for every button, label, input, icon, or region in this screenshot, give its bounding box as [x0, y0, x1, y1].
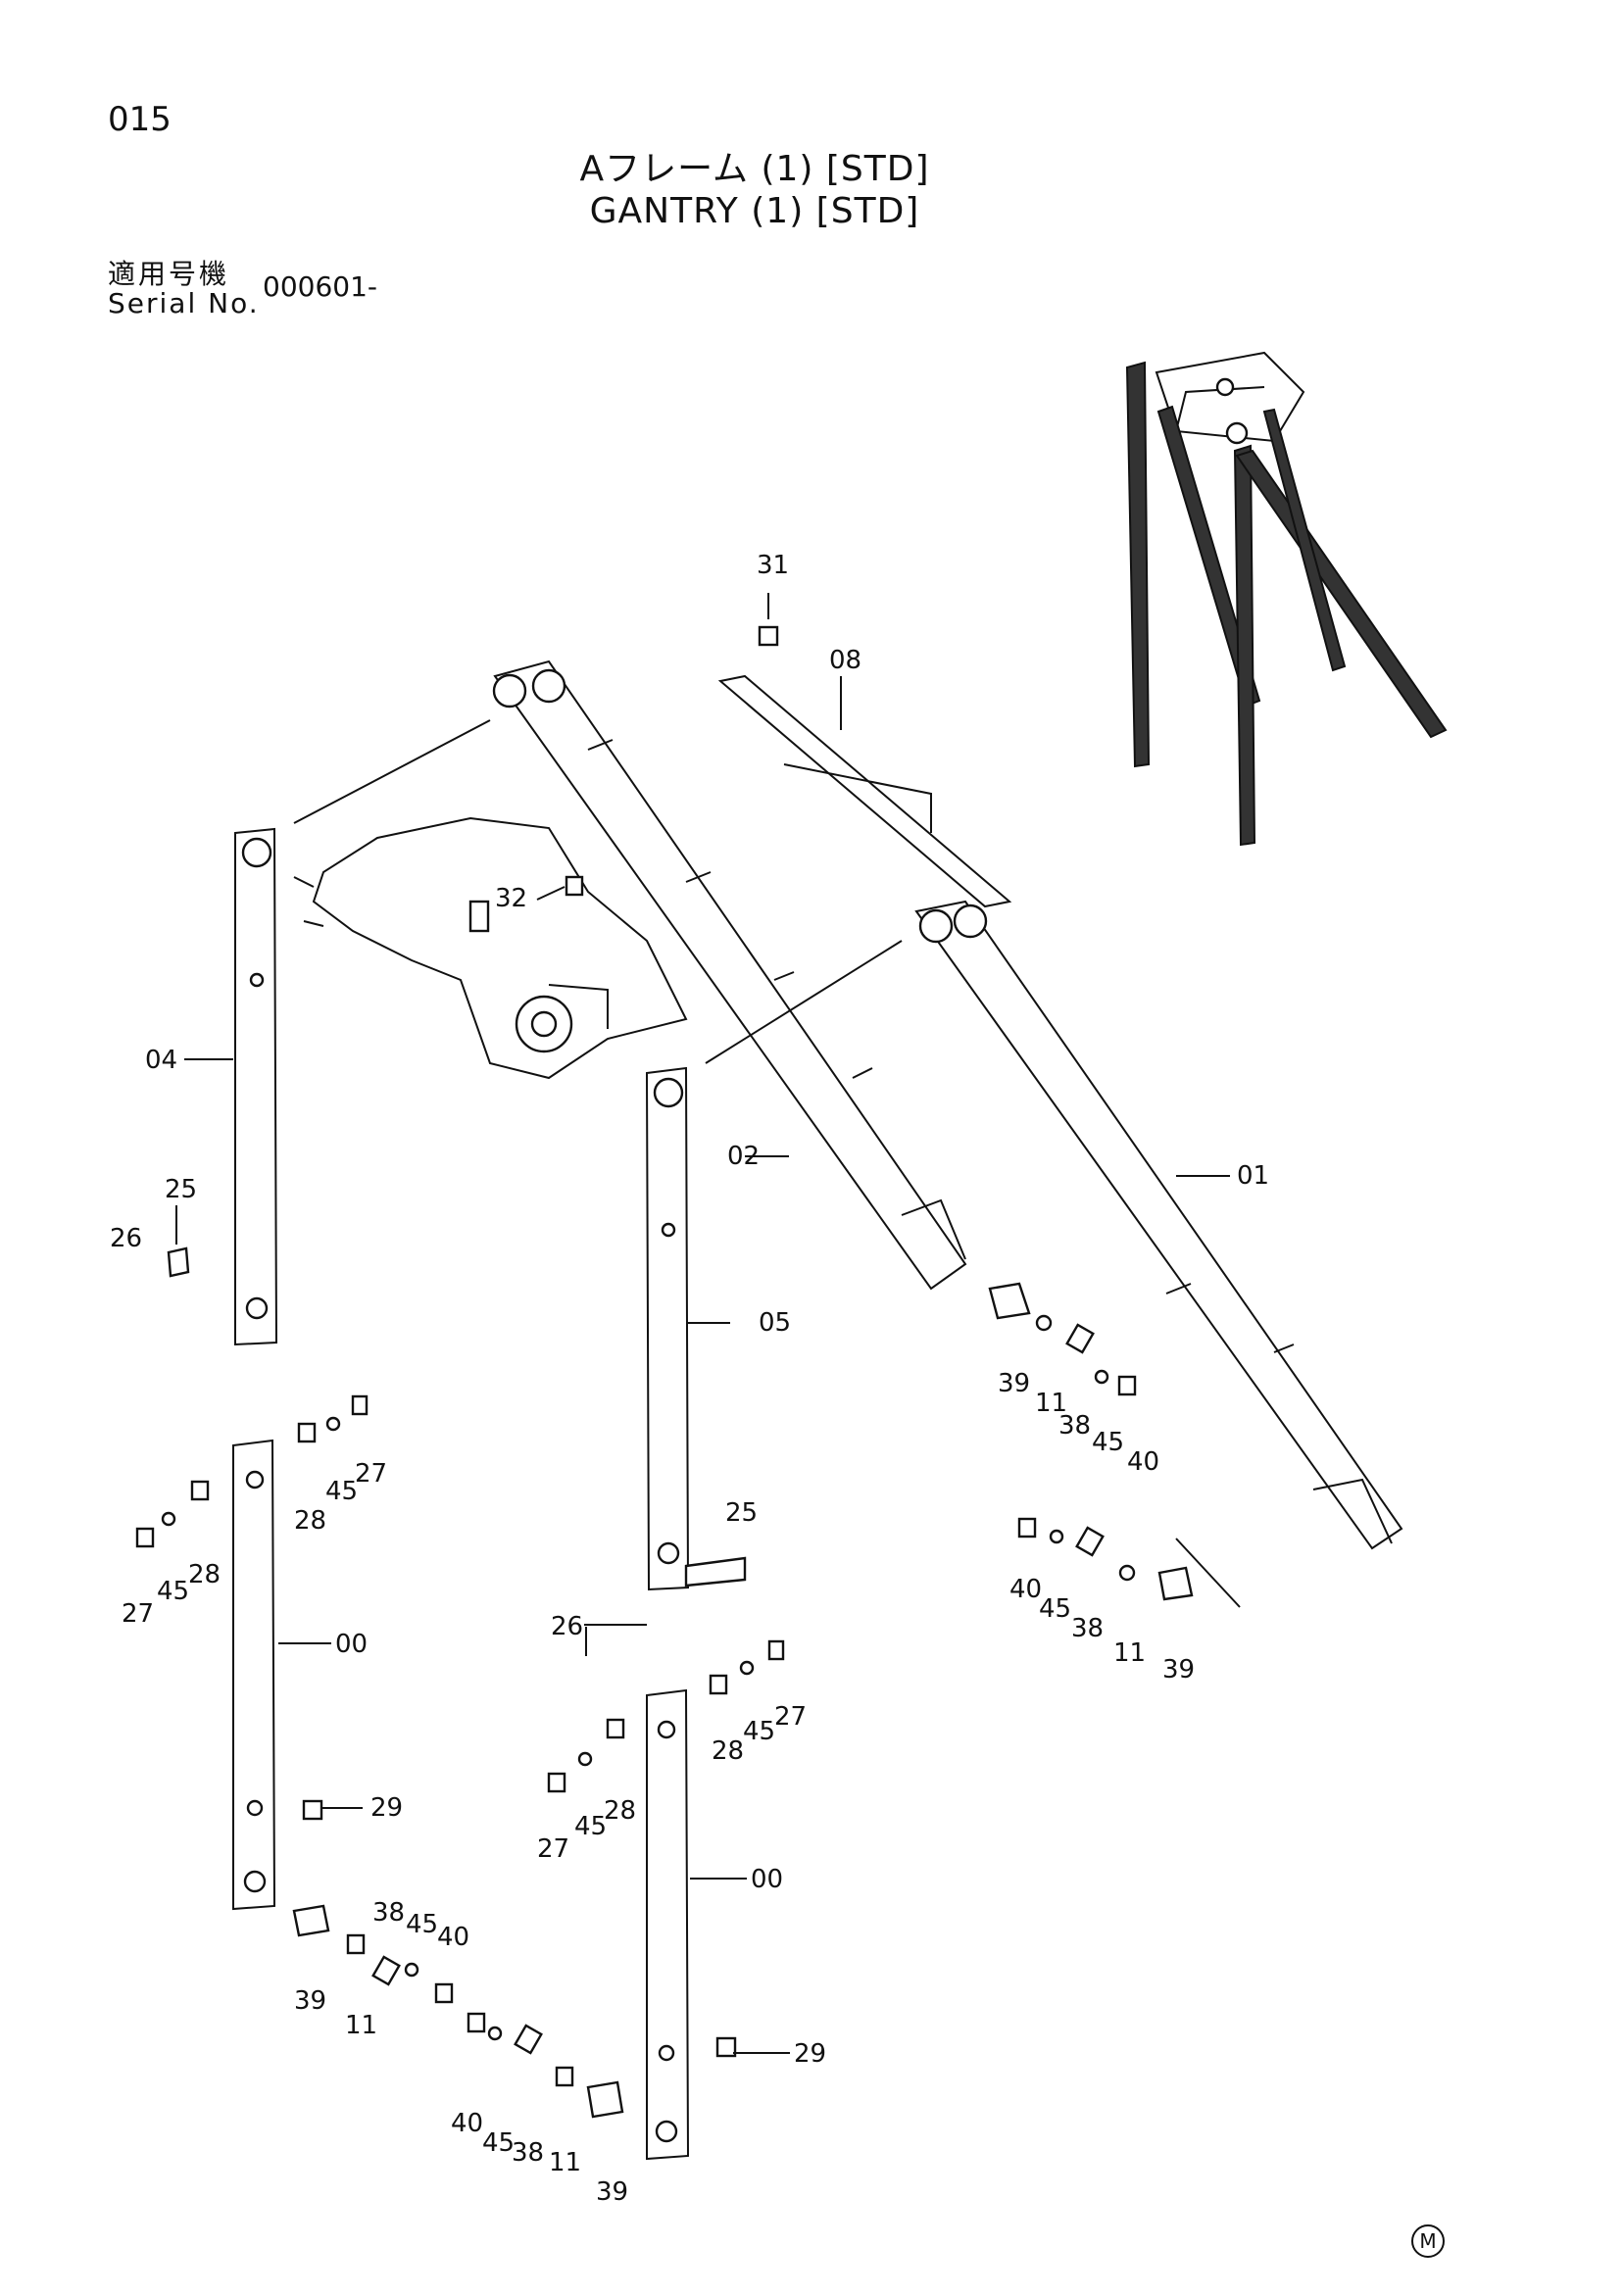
link-05 — [645, 1066, 690, 1591]
link-00-left — [232, 1439, 276, 1911]
strut-01 — [914, 900, 1403, 1550]
callout-29-a: 29 — [370, 1793, 403, 1823]
callout-45-h: 45 — [482, 2128, 515, 2158]
callout-39-b: 39 — [1162, 1655, 1195, 1685]
link-04 — [234, 827, 278, 1346]
callout-28-b: 28 — [188, 1560, 221, 1589]
callout-40-b: 40 — [1009, 1575, 1042, 1604]
callout-11-a: 11 — [1035, 1389, 1067, 1418]
callout-28-c: 28 — [712, 1736, 744, 1766]
callout-25-left: 25 — [165, 1175, 197, 1204]
callout-45-g: 45 — [406, 1910, 438, 1939]
callout-08: 08 — [829, 646, 861, 675]
gantry-assembly — [135, 625, 1403, 2161]
callout-04: 04 — [145, 1046, 177, 1075]
callout-39-a: 39 — [998, 1369, 1030, 1398]
callout-40-c: 40 — [437, 1923, 469, 1952]
callout-29-b: 29 — [794, 2039, 826, 2069]
callout-40-a: 40 — [1127, 1447, 1159, 1477]
callout-45-b: 45 — [325, 1477, 358, 1506]
plate-08 — [717, 674, 1012, 908]
callout-27-a: 27 — [355, 1459, 387, 1489]
callout-26-left: 26 — [110, 1224, 142, 1253]
callout-00-right: 00 — [751, 1865, 783, 1894]
callout-45-e: 45 — [743, 1717, 775, 1746]
callout-28-a: 28 — [294, 1506, 326, 1536]
callout-11-c: 11 — [345, 2011, 377, 2040]
callout-45-f: 45 — [574, 1812, 607, 1841]
callout-01: 01 — [1237, 1161, 1269, 1191]
serial-number-value: 000601- — [263, 270, 377, 303]
callout-27-d: 27 — [537, 1834, 569, 1864]
callout-11-b: 11 — [1113, 1638, 1146, 1668]
callout-32: 32 — [495, 884, 527, 913]
callout-38-b: 38 — [1071, 1614, 1104, 1643]
leader-lines — [175, 593, 1241, 2054]
callout-38-a: 38 — [1058, 1411, 1091, 1441]
callout-00-left: 00 — [335, 1630, 368, 1659]
link-00-right — [646, 1688, 690, 2161]
page-number: 015 — [108, 100, 172, 139]
callout-11-d: 11 — [549, 2148, 581, 2177]
callout-05: 05 — [759, 1308, 791, 1338]
assembled-gantry-inset — [1125, 351, 1448, 847]
callout-28-d: 28 — [604, 1796, 636, 1826]
callout-26-right: 26 — [551, 1612, 583, 1641]
callout-38-c: 38 — [372, 1898, 405, 1928]
callout-45-c: 45 — [157, 1577, 189, 1606]
callout-31: 31 — [757, 551, 789, 580]
serial-label-english: Serial No. — [108, 287, 260, 319]
callout-27-c: 27 — [774, 1702, 807, 1732]
manufacturer-mark: M — [1411, 2224, 1445, 2258]
page-title-japanese: Aフレーム (1) [STD] — [579, 149, 930, 189]
callout-27-b: 27 — [122, 1599, 154, 1629]
callout-labels: 31 08 32 04 02 01 25 26 05 39 11 38 45 4… — [110, 551, 1269, 2207]
callout-40-d: 40 — [451, 2109, 483, 2138]
callout-02: 02 — [727, 1142, 760, 1171]
callout-25-right: 25 — [725, 1498, 758, 1528]
page-title-english: GANTRY (1) [STD] — [589, 191, 920, 231]
serial-label-japanese: 適用号機 — [108, 258, 230, 290]
callout-45-d: 45 — [1039, 1594, 1071, 1624]
callout-39-c: 39 — [294, 1986, 326, 2016]
callout-39-d: 39 — [596, 2177, 628, 2207]
strut-02 — [493, 659, 967, 1291]
callout-45-a: 45 — [1092, 1428, 1124, 1457]
callout-38-d: 38 — [512, 2138, 544, 2168]
